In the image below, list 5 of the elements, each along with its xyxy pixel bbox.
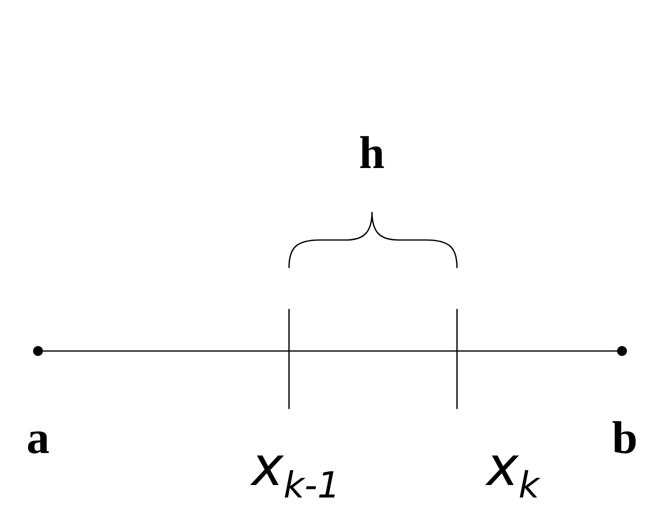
- endpoint-label: a: [26, 415, 50, 461]
- point-label: x$_{k}$: [486, 440, 540, 505]
- interval-width-label: h: [359, 130, 385, 176]
- point-label: x$_{k-1}$: [252, 440, 340, 505]
- endpoint-label: b: [612, 415, 638, 461]
